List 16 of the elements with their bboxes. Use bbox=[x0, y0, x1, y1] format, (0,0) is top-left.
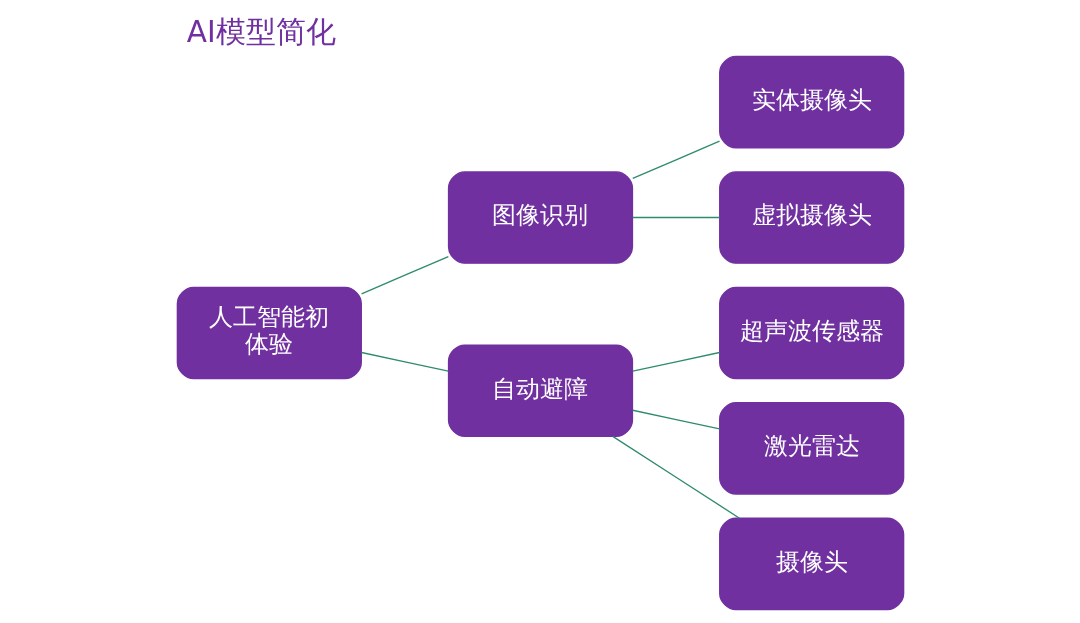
connector bbox=[611, 435, 740, 519]
connector bbox=[631, 140, 720, 180]
node-box: 摄像头 bbox=[718, 517, 904, 611]
connector bbox=[631, 216, 720, 219]
connector bbox=[360, 255, 449, 295]
node-box: 图像识别 bbox=[447, 171, 633, 264]
node-box: 人工智能初体验 bbox=[176, 286, 362, 380]
node-box: 激光雷达 bbox=[718, 402, 904, 495]
node-box: 虚拟摄像头 bbox=[718, 171, 904, 264]
node-box: 实体摄像头 bbox=[718, 55, 904, 149]
connector bbox=[360, 351, 449, 372]
node-box: 超声波传感器 bbox=[718, 286, 904, 380]
node-box: 自动避障 bbox=[447, 344, 633, 438]
diagram-title: AI模型简化 bbox=[186, 15, 336, 50]
connector bbox=[631, 351, 720, 372]
connector bbox=[631, 409, 720, 430]
